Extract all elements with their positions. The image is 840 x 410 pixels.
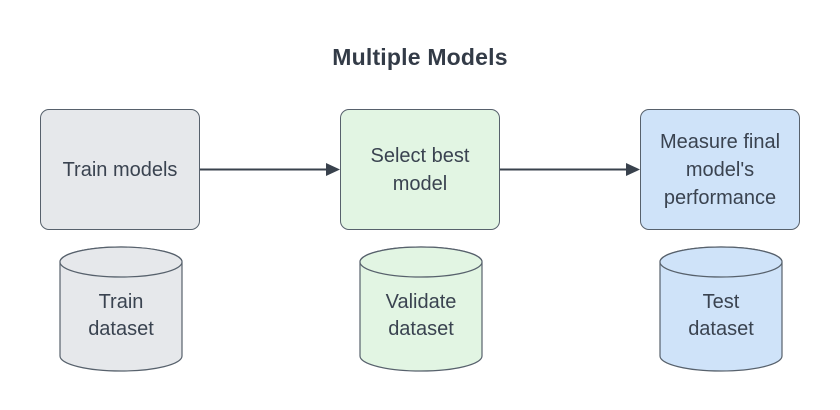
process-node-measure-performance: Measure final model's performance (640, 109, 800, 230)
database-cylinder-icon (59, 246, 183, 372)
connector-arrow-2 (500, 163, 640, 176)
diagram-title: Multiple Models (332, 44, 508, 70)
dataset-node-train: Train dataset (59, 246, 183, 372)
dataset-label-validate: Validate dataset (385, 291, 457, 340)
process-node-select-best-model: Select best model (340, 109, 500, 230)
connector-arrow-1 (200, 163, 340, 176)
dataset-node-test: Test dataset (659, 246, 783, 372)
database-cylinder-icon (359, 246, 483, 372)
dataset-label-train: Train dataset (88, 291, 154, 340)
process-node-train-models: Train models (40, 109, 200, 230)
dataset-node-validate: Validate dataset (359, 246, 483, 372)
database-cylinder-icon (659, 246, 783, 372)
dataset-label-test: Test dataset (688, 291, 754, 340)
